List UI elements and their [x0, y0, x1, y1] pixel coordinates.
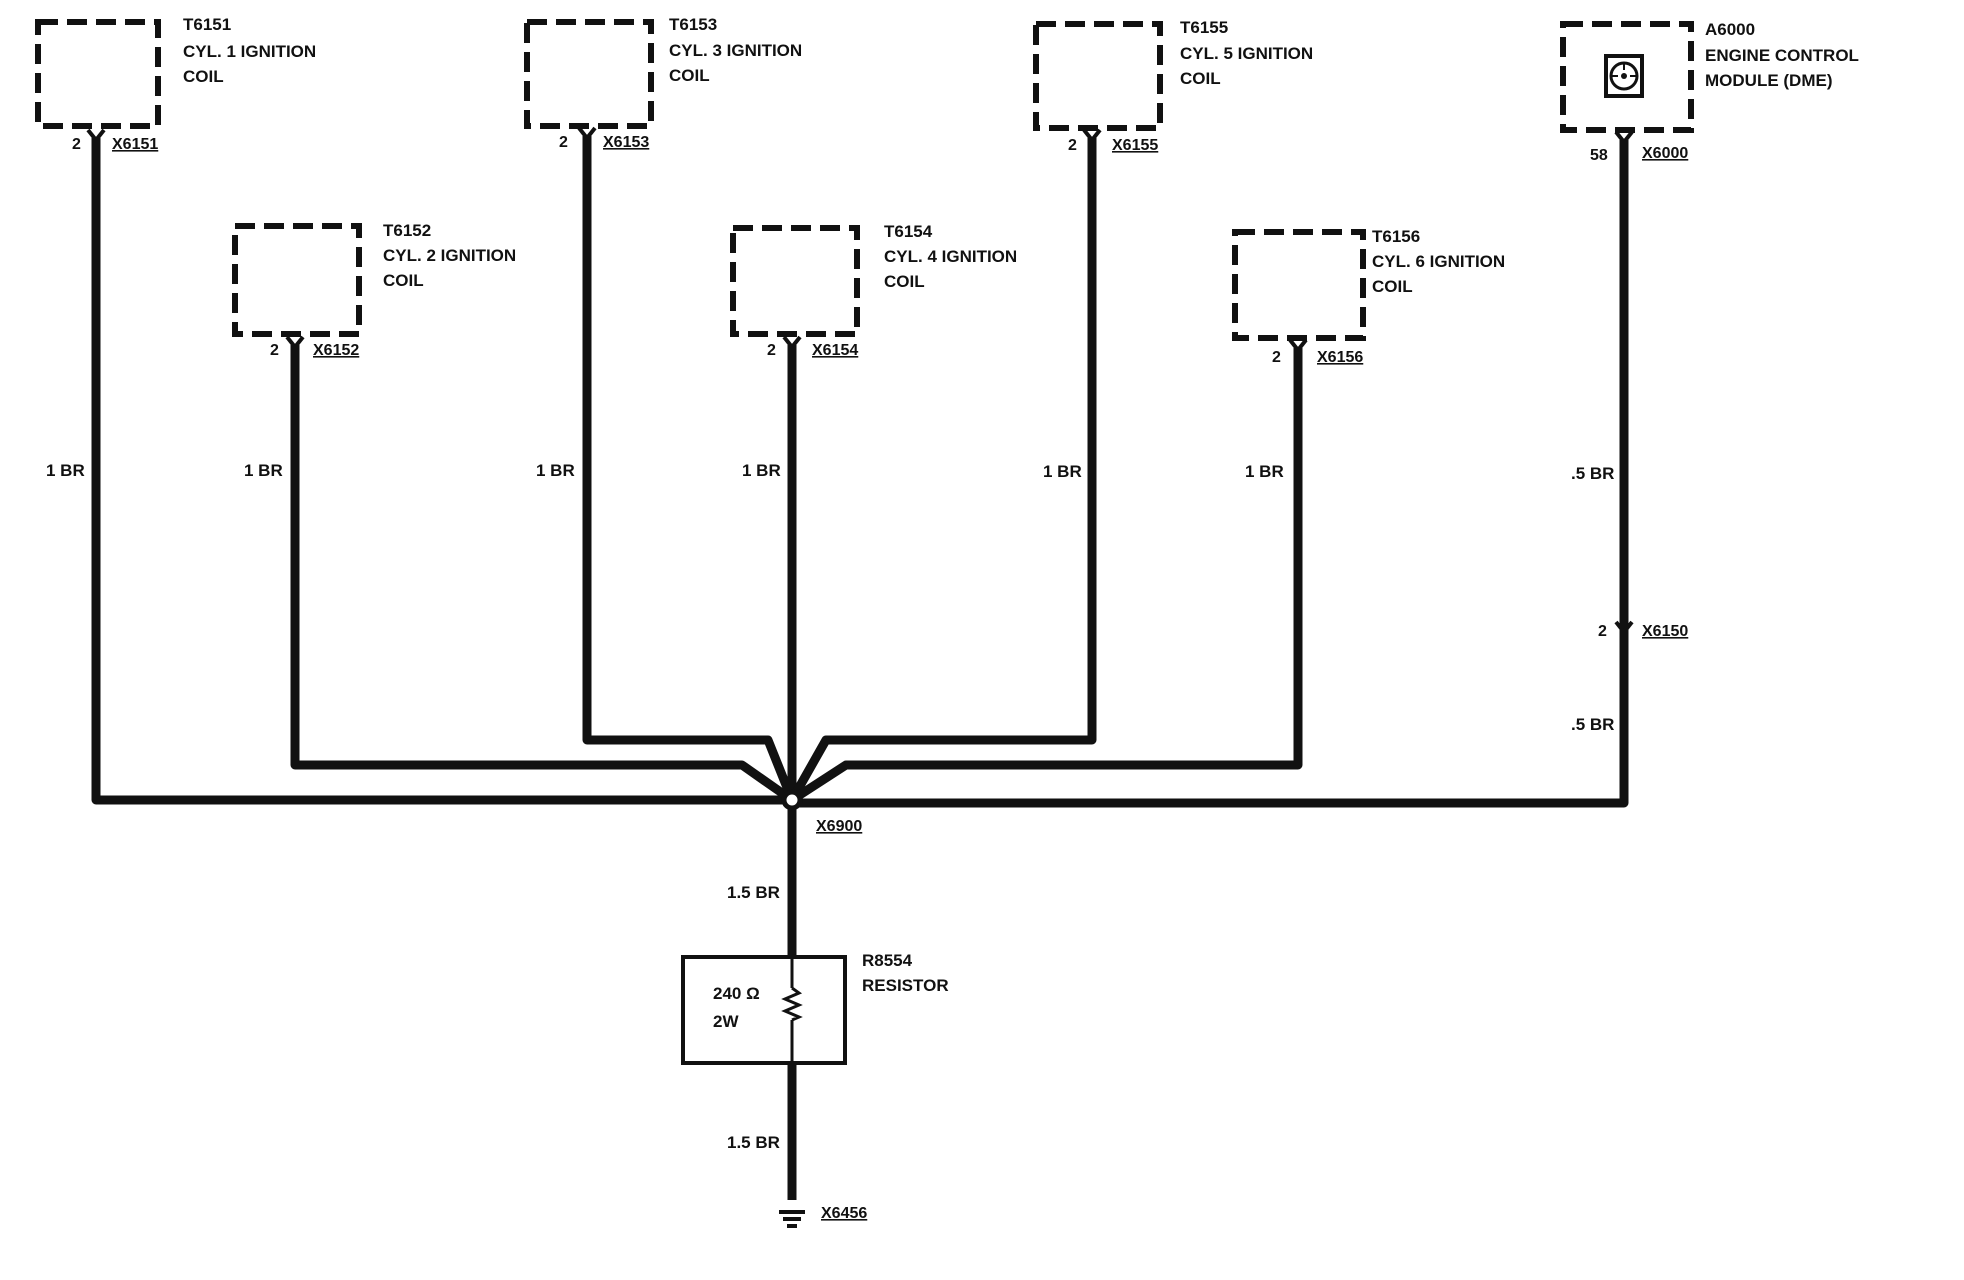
chevron-x6155 [1082, 128, 1102, 144]
wire-t6155 [788, 138, 1097, 803]
t6153-id: T6153 [669, 15, 717, 34]
t6155-connector: X6155 [1112, 137, 1158, 154]
t6153-wire-label: 1 BR [536, 461, 575, 480]
t6151-connector: X6151 [112, 136, 158, 153]
t6152-name-line1: CYL. 2 IGNITION [383, 246, 516, 265]
wire-t6152 [290, 345, 795, 804]
t6154-name-line1: CYL. 4 IGNITION [884, 247, 1017, 266]
splice-wire-label: 1.5 BR [727, 883, 780, 902]
connector-chevrons [86, 126, 1634, 636]
t6151-wire-label: 1 BR [46, 461, 85, 480]
coil-box-t6151 [35, 19, 161, 129]
chevron-x6154 [782, 335, 802, 351]
resistor-zigzag-icon [781, 986, 803, 1022]
component-boxes [35, 19, 1694, 341]
t6151-name-line2: COIL [183, 67, 224, 86]
t6152-connector: X6152 [313, 342, 359, 359]
coil-box-t6156 [1232, 229, 1366, 341]
coil-box-t6155 [1033, 21, 1163, 131]
wire-t6156 [789, 348, 1303, 804]
t6156-id: T6156 [1372, 227, 1420, 246]
a6000-name-line2: MODULE (DME) [1705, 71, 1832, 90]
t6156-wire-label: 1 BR [1245, 462, 1284, 481]
coil-box-t6152 [232, 223, 362, 337]
t6156-connector: X6156 [1317, 349, 1363, 366]
t6154-wire-label: 1 BR [742, 461, 781, 480]
a6000-pin: 58 [1590, 147, 1608, 164]
resistor-box [681, 955, 847, 1065]
wire-a6000 [792, 140, 1629, 808]
x6150-connector: X6150 [1642, 623, 1688, 640]
t6155-id: T6155 [1180, 18, 1228, 37]
wires [91, 136, 1629, 1200]
chevron-x6152 [285, 335, 305, 351]
a6000-wire-upper-label: .5 BR [1571, 464, 1614, 483]
chevron-x6156 [1288, 338, 1308, 354]
a6000-connector: X6000 [1642, 145, 1688, 162]
t6151-pin: 2 [72, 136, 81, 153]
chevron-x6151 [86, 128, 106, 144]
a6000-name-line1: ENGINE CONTROL [1705, 46, 1859, 65]
resistor-r8554 [681, 955, 847, 1065]
ecm-symbol-icon [1604, 54, 1644, 98]
t6152-wire-label: 1 BR [244, 461, 283, 480]
resistor-power: 2W [713, 1012, 739, 1031]
t6153-name-line1: CYL. 3 IGNITION [669, 41, 802, 60]
t6156-pin: 2 [1272, 349, 1281, 366]
a6000-wire-lower-label: .5 BR [1571, 715, 1614, 734]
t6151-name-line1: CYL. 1 IGNITION [183, 42, 316, 61]
a6000-id: A6000 [1705, 20, 1755, 39]
t6153-name-line2: COIL [669, 66, 710, 85]
t6156-name-line2: COIL [1372, 277, 1413, 296]
t6155-name-line2: COIL [1180, 69, 1221, 88]
t6154-name-line2: COIL [884, 272, 925, 291]
t6156-name-line1: CYL. 6 IGNITION [1372, 252, 1505, 271]
t6154-connector: X6154 [812, 342, 858, 359]
wire-t6153 [582, 136, 797, 802]
chevron-x6000 [1614, 130, 1634, 146]
t6152-id: T6152 [383, 221, 431, 240]
wire-t6151 [91, 138, 792, 805]
t6153-connector: X6153 [603, 134, 649, 151]
t6155-pin: 2 [1068, 137, 1077, 154]
resistor-name: RESISTOR [862, 976, 949, 995]
t6154-pin: 2 [767, 342, 776, 359]
t6152-name-line2: COIL [383, 271, 424, 290]
splice-node [781, 789, 803, 811]
ground-icon [779, 1210, 805, 1228]
t6155-name-line1: CYL. 5 IGNITION [1180, 44, 1313, 63]
coil-box-t6154 [730, 225, 860, 337]
t6155-wire-label: 1 BR [1043, 462, 1082, 481]
ecm-box-a6000 [1560, 21, 1694, 133]
resistor-wire-label: 1.5 BR [727, 1133, 780, 1152]
ground-connector: X6456 [821, 1205, 867, 1222]
x6150-pin: 2 [1598, 623, 1607, 640]
t6154-id: T6154 [884, 222, 933, 241]
splice-connector: X6900 [816, 818, 862, 835]
t6151-id: T6151 [183, 15, 231, 34]
resistor-id: R8554 [862, 951, 913, 970]
coil-box-t6153 [524, 19, 654, 129]
t6153-pin: 2 [559, 134, 568, 151]
t6152-pin: 2 [270, 342, 279, 359]
chevron-x6150 [1614, 620, 1634, 636]
chevron-x6153 [577, 126, 597, 142]
resistor-value: 240 Ω [713, 984, 760, 1003]
